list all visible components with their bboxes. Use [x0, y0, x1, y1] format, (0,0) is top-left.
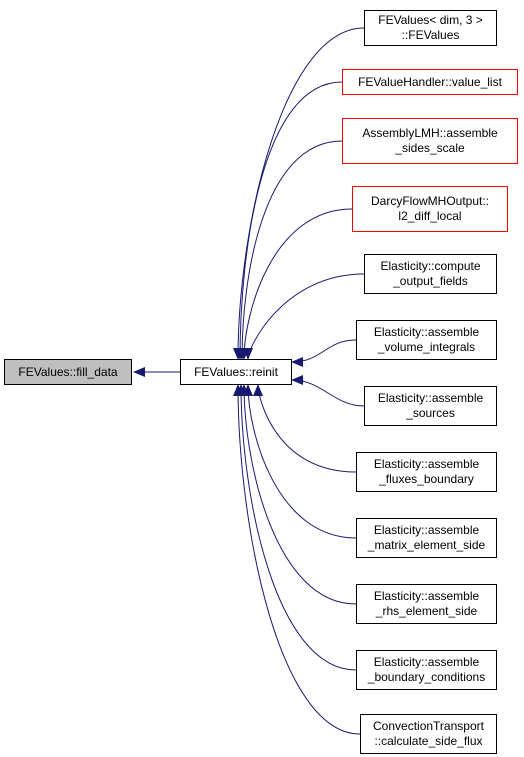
- edge-caller-to-reinit: [243, 273, 365, 360]
- caller-node[interactable]: Elasticity::assemble_rhs_element_side: [356, 584, 497, 624]
- caller-label-line: Elasticity::assemble: [373, 655, 480, 669]
- caller-label-line: l2_diff_local: [398, 209, 462, 223]
- edge-caller-to-reinit: [233, 384, 361, 735]
- caller-node[interactable]: Elasticity::assemble_boundary_conditions: [356, 650, 497, 690]
- caller-label-line: ::calculate_side_flux: [374, 734, 483, 748]
- caller-node[interactable]: AssemblyLMH::assemble_sides_scale: [342, 118, 518, 164]
- node-fevalues-reinit[interactable]: FEValues::reinit: [180, 359, 292, 385]
- caller-label-line: Elasticity::compute: [380, 259, 481, 273]
- focus-node-fevalues-fill-data: FEValues::fill_data: [4, 359, 132, 385]
- edge-caller-to-reinit: [233, 27, 365, 360]
- caller-node[interactable]: Elasticity::compute_output_fields: [364, 254, 497, 294]
- caller-label-line: Elasticity::assemble: [373, 523, 480, 537]
- caller-node[interactable]: ConvectionTransport::calculate_side_flux: [360, 714, 497, 754]
- caller-label-line: _fluxes_boundary: [379, 472, 474, 486]
- caller-label-line: _sides_scale: [395, 141, 465, 155]
- caller-label: AssemblyLMH::assemble_sides_scale: [362, 126, 497, 156]
- caller-label: Elasticity::assemble_sources: [378, 391, 483, 421]
- caller-label-line: DarcyFlowMHOutput::: [370, 194, 490, 208]
- caller-label-line: AssemblyLMH::assemble: [362, 126, 498, 140]
- caller-node[interactable]: Elasticity::assemble_volume_integrals: [356, 320, 497, 360]
- edge-caller-to-reinit: [235, 81, 343, 360]
- edge-caller-to-reinit: [239, 384, 357, 605]
- edge-caller-to-reinit: [291, 339, 357, 367]
- focus-node-label: FEValues::fill_data: [18, 364, 118, 379]
- caller-label-line: _rhs_element_side: [375, 604, 478, 618]
- caller-node[interactable]: Elasticity::assemble_fluxes_boundary: [356, 452, 497, 492]
- caller-node[interactable]: Elasticity::assemble_matrix_element_side: [356, 518, 497, 558]
- caller-node[interactable]: FEValues< dim, 3 >::FEValues: [364, 10, 497, 46]
- caller-label: FEValues< dim, 3 >::FEValues: [378, 13, 483, 43]
- caller-label: Elasticity::assemble_boundary_conditions: [368, 655, 485, 685]
- caller-label: Elasticity::assemble_matrix_element_side: [368, 523, 485, 553]
- caller-label-line: Elasticity::assemble: [377, 391, 484, 405]
- caller-label: Elasticity::compute_output_fields: [380, 259, 480, 289]
- caller-label: DarcyFlowMHOutput::l2_diff_local: [371, 194, 489, 224]
- caller-label-line: _sources: [406, 406, 455, 420]
- node-label: FEValues::reinit: [194, 364, 278, 379]
- caller-label-line: FEValueHandler::value_list: [358, 74, 502, 89]
- caller-node[interactable]: Elasticity::assemble_sources: [364, 386, 497, 426]
- edge-caller-to-reinit: [239, 208, 353, 360]
- caller-label: Elasticity::assemble_fluxes_boundary: [374, 457, 479, 487]
- edge-caller-to-reinit: [291, 375, 365, 407]
- caller-label: Elasticity::assemble_rhs_element_side: [374, 589, 479, 619]
- caller-label-line: _matrix_element_side: [367, 538, 486, 552]
- caller-node[interactable]: FEValueHandler::value_list: [342, 69, 518, 95]
- caller-label-line: _output_fields: [393, 274, 468, 288]
- caller-node[interactable]: DarcyFlowMHOutput::l2_diff_local: [352, 186, 508, 232]
- caller-label: FEValueHandler::value_list: [358, 75, 502, 90]
- caller-label-line: _boundary_conditions: [367, 670, 486, 684]
- caller-label-line: FEValues< dim, 3 >: [378, 13, 483, 27]
- caller-label-line: Elasticity::assemble: [373, 457, 480, 471]
- caller-label-line: _volume_integrals: [377, 340, 476, 354]
- edge-caller-to-reinit: [243, 384, 357, 539]
- edge-caller-to-reinit: [237, 140, 343, 360]
- caller-label-line: ::FEValues: [401, 28, 460, 42]
- caller-label: ConvectionTransport::calculate_side_flux: [373, 719, 484, 749]
- caller-label-line: ConvectionTransport: [373, 719, 484, 733]
- caller-label-line: Elasticity::assemble: [373, 589, 480, 603]
- edge-caller-to-reinit: [253, 384, 357, 473]
- edge-caller-to-reinit: [236, 384, 357, 671]
- caller-label: Elasticity::assemble_volume_integrals: [374, 325, 479, 355]
- caller-label-line: Elasticity::assemble: [373, 325, 480, 339]
